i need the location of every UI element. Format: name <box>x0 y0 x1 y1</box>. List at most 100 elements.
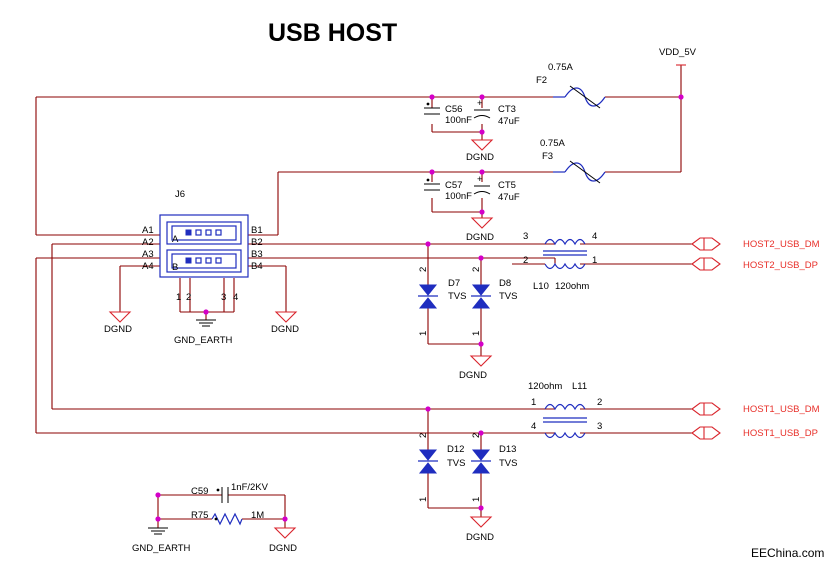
svg-text:2: 2 <box>186 292 191 303</box>
svg-text:TVS: TVS <box>447 458 465 469</box>
watermark: EEChina.com <box>751 546 824 560</box>
tvs-diode-d13: 2 1 D13 TVS <box>471 433 517 502</box>
svg-text:L11: L11 <box>572 381 587 392</box>
svg-text:A: A <box>172 234 179 245</box>
svg-text:120ohm: 120ohm <box>555 281 589 292</box>
svg-text:DGND: DGND <box>459 370 487 381</box>
resistor-r75: R75 1M <box>191 510 264 526</box>
svg-text:2: 2 <box>471 433 482 438</box>
svg-text:100nF: 100nF <box>445 191 472 202</box>
svg-text:DGND: DGND <box>104 324 132 335</box>
dgnd-symbol-a4: DGND <box>104 311 132 335</box>
svg-text:DGND: DGND <box>466 152 494 163</box>
svg-text:0.75A: 0.75A <box>548 62 573 73</box>
capacitor-c57: C57 100nF <box>424 178 472 202</box>
capacitor-ct5: + CT5 47uF <box>473 174 520 203</box>
svg-text:1: 1 <box>176 292 181 303</box>
capacitor-c59: C59 1nF/2KV <box>191 482 269 503</box>
svg-text:F3: F3 <box>542 151 553 162</box>
usb-connector-j6: J6 A B A1 A2 A3 A4 B1 B2 B3 B4 1 2 3 4 <box>142 189 263 303</box>
svg-text:TVS: TVS <box>499 458 517 469</box>
svg-text:2: 2 <box>418 267 429 272</box>
gnd-earth-symbol-c59: GND_EARTH <box>132 527 191 554</box>
svg-text:+: + <box>477 98 483 109</box>
wires <box>35 65 692 528</box>
tvs-diode-d7: 2 1 D7 TVS <box>418 267 466 336</box>
svg-text:HOST1_USB_DP: HOST1_USB_DP <box>743 428 818 439</box>
svg-text:TVS: TVS <box>448 291 466 302</box>
svg-text:HOST1_USB_DM: HOST1_USB_DM <box>743 404 820 415</box>
svg-text:1: 1 <box>418 331 429 336</box>
svg-text:47uF: 47uF <box>498 116 520 127</box>
svg-text:1: 1 <box>418 497 429 502</box>
svg-text:C56: C56 <box>445 104 462 115</box>
svg-text:B2: B2 <box>251 237 263 248</box>
tvs-diode-d8: 2 1 D8 TVS <box>471 267 517 336</box>
junctions <box>155 94 684 522</box>
svg-text:C57: C57 <box>445 180 462 191</box>
svg-text:TVS: TVS <box>499 291 517 302</box>
svg-text:R75: R75 <box>191 510 208 521</box>
dgnd-symbol-tvs1: DGND <box>459 355 493 381</box>
svg-text:CT3: CT3 <box>498 104 516 115</box>
svg-text:F2: F2 <box>536 75 547 86</box>
svg-text:2: 2 <box>418 433 429 438</box>
svg-text:1: 1 <box>531 397 536 408</box>
svg-text:1: 1 <box>471 331 482 336</box>
capacitor-c56: C56 100nF <box>424 102 472 126</box>
svg-text:4: 4 <box>592 231 597 242</box>
dgnd-symbol-tvs2: DGND <box>466 516 494 543</box>
svg-text:DGND: DGND <box>466 532 494 543</box>
svg-text:1nF/2KV: 1nF/2KV <box>231 482 269 493</box>
choke-l10: 3 4 2 1 L10 120ohm <box>512 231 597 292</box>
choke-l11: 1 2 4 3 120ohm L11 <box>528 381 602 439</box>
net-port-host2-dm: HOST2_USB_DM <box>691 237 820 251</box>
svg-text:B: B <box>172 262 178 273</box>
svg-text:A1: A1 <box>142 225 154 236</box>
svg-text:3: 3 <box>523 231 528 242</box>
svg-text:100nF: 100nF <box>445 115 472 126</box>
dgnd-symbol-caps2: DGND <box>466 217 494 243</box>
svg-text:A3: A3 <box>142 249 154 260</box>
svg-text:B1: B1 <box>251 225 263 236</box>
svg-text:DGND: DGND <box>269 543 297 554</box>
svg-text:L10: L10 <box>533 281 549 292</box>
net-port-host1-dm: HOST1_USB_DM <box>691 402 820 416</box>
svg-text:J6: J6 <box>175 189 185 200</box>
svg-text:0.75A: 0.75A <box>540 138 565 149</box>
svg-text:1: 1 <box>471 497 482 502</box>
svg-text:C59: C59 <box>191 486 208 497</box>
svg-text:2: 2 <box>471 267 482 272</box>
svg-text:HOST2_USB_DP: HOST2_USB_DP <box>743 260 818 271</box>
tvs-diode-d12: 2 1 D12 TVS <box>418 433 465 502</box>
gnd-earth-symbol-j6: GND_EARTH <box>174 319 233 346</box>
dgnd-symbol-r75: DGND <box>269 527 297 554</box>
fuse-f3: 0.75A F3 <box>540 138 606 184</box>
svg-text:1: 1 <box>592 255 597 266</box>
svg-text:120ohm: 120ohm <box>528 381 562 392</box>
svg-text:2: 2 <box>597 397 602 408</box>
svg-text:D7: D7 <box>448 278 460 289</box>
svg-text:4: 4 <box>233 292 238 303</box>
fuse-f2: 0.75A F2 <box>536 62 606 109</box>
dgnd-symbol-b4: DGND <box>271 311 299 335</box>
svg-text:+: + <box>477 174 483 185</box>
svg-text:3: 3 <box>221 292 226 303</box>
vdd-5v-symbol: VDD_5V <box>659 47 697 66</box>
svg-text:A2: A2 <box>142 237 154 248</box>
svg-text:B3: B3 <box>251 249 263 260</box>
capacitor-ct3: + CT3 47uF <box>473 98 520 127</box>
svg-text:D8: D8 <box>499 278 511 289</box>
svg-text:VDD_5V: VDD_5V <box>659 47 697 58</box>
schematic-title: USB HOST <box>268 19 397 47</box>
svg-text:2: 2 <box>523 255 528 266</box>
svg-text:B4: B4 <box>251 261 263 272</box>
svg-text:1M: 1M <box>251 510 264 521</box>
svg-text:DGND: DGND <box>271 324 299 335</box>
svg-text:HOST2_USB_DM: HOST2_USB_DM <box>743 239 820 250</box>
net-port-host1-dp: HOST1_USB_DP <box>691 426 818 440</box>
dgnd-symbol-caps1: DGND <box>466 139 494 163</box>
svg-text:3: 3 <box>597 421 602 432</box>
net-port-host2-dp: HOST2_USB_DP <box>691 257 818 271</box>
